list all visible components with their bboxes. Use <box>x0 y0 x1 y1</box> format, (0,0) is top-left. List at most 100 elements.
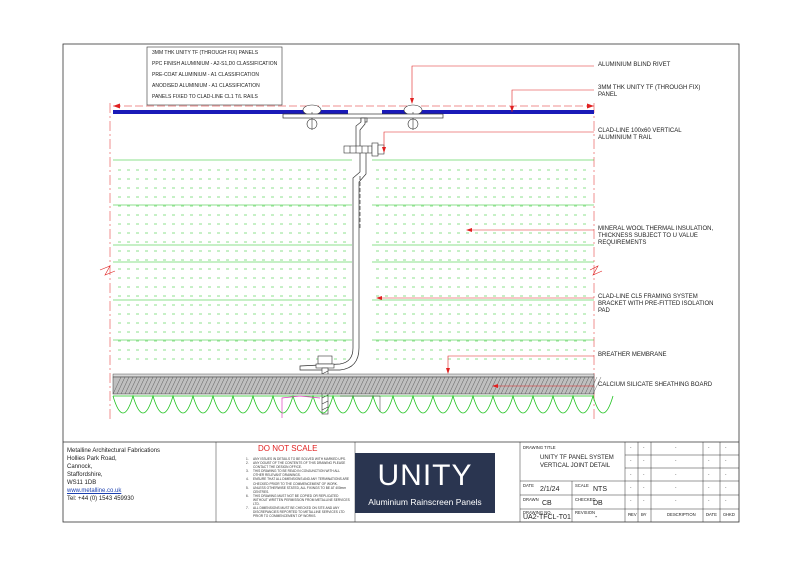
company-name: Metalline Architectural Fabrications <box>67 448 161 454</box>
rivet-left <box>302 104 322 130</box>
revision-cell: - <box>630 484 632 490</box>
revision-cell: - <box>630 445 632 450</box>
revision-cell: - <box>643 498 645 504</box>
do-not-scale-title: DO NOT SCALE <box>258 444 318 453</box>
note: 4.ENSURE THAT ALL DIMENSIONS AND ANY TER… <box>246 477 350 486</box>
revision-value: - <box>595 514 598 521</box>
drawn-value: CB <box>542 500 552 507</box>
dim-arrow-right <box>587 103 594 109</box>
panel-right <box>382 110 594 114</box>
revision-cell: - <box>643 511 645 517</box>
revision-cell: - <box>675 458 677 464</box>
callout-rivet: ALUMINIUM BLIND RIVET <box>598 62 671 68</box>
substrate-profile <box>112 394 614 414</box>
note: 6.THIS DRAWING MUST NOT BE COPIED OR REP… <box>246 493 350 507</box>
spec-line: PRE-COAT ALUMINIUM - A1 CLASSIFICATION <box>152 72 259 78</box>
revision-cell: - <box>675 471 677 477</box>
spec-line: PPC FINISH ALUMINIUM - A2-S1,D0 CLASSIFI… <box>152 61 278 67</box>
bolt-upper <box>343 142 385 157</box>
revision-label: REVISION <box>575 510 596 515</box>
company-address: WS11 1DB <box>67 480 97 486</box>
dim-arrow-left <box>113 103 120 109</box>
revision-cell: - <box>675 498 677 504</box>
callout-bracket: BRACKET WITH PRE-FITTED ISOLATION <box>598 301 714 307</box>
note: 3.THIS DRAWING TO BE READ IN CONJUNCTION… <box>246 469 340 478</box>
scale-label: SCALE <box>575 483 589 488</box>
spec-line: 3MM THK UNITY TF (THROUGH FIX) PANELS <box>152 50 259 56</box>
date-label: DATE <box>523 483 534 488</box>
drawing-title: VERTICAL JOINT DETAIL <box>540 463 611 469</box>
spec-line: PANELS FIXED TO CLAD-LINE CL1 T/L RAILS <box>152 94 258 100</box>
note: 5.UNLESS OTHERWISE STATED, ALL FIXINGS T… <box>246 485 346 494</box>
drawn-label: DRAWN <box>523 497 539 502</box>
revision-cell: - <box>725 511 727 517</box>
callout-membrane: BREATHER MEMBRANE <box>598 352 667 358</box>
drawing-no-label: DRAWING NO. <box>523 510 552 515</box>
checked-value: DB <box>593 500 603 507</box>
bracket-isolation-pad <box>281 395 321 418</box>
sheet-border <box>62 43 740 523</box>
panel-left <box>113 110 348 114</box>
revision-cell: - <box>630 511 632 517</box>
revision-cell: - <box>675 484 677 490</box>
company-website[interactable]: www.metalline.co.uk <box>67 488 122 494</box>
channel-profile <box>340 395 381 412</box>
revision-cell: - <box>708 471 710 477</box>
break-symbol-left <box>99 265 116 276</box>
scale-value: NTS <box>593 486 607 493</box>
callout-bracket: CLAD-LINE CL5 FRAMING SYSTEM <box>598 294 698 300</box>
note: 2.ANY DOUBT OF THE CONTENTS OF THIS DRAW… <box>246 461 346 470</box>
do-not-scale-notes: 1.ANY ISSUES IN DETAILS TO BE SOLVED WIT… <box>246 457 350 518</box>
callout-insulation: REQUIREMENTS <box>598 240 647 246</box>
drawing-no-value: UA2-TFCL-T01 <box>523 514 571 521</box>
revision-header: DESCRIPTION <box>667 512 696 517</box>
callout-panel: 3MM THK UNITY TF (THROUGH FIX) <box>598 85 701 91</box>
revision-cell: - <box>725 445 727 450</box>
revision-cell: - <box>630 471 632 477</box>
callout-t-rail: ALUMINIUM T RAIL <box>598 135 652 141</box>
drawing-title-label: DRAWING TITLE <box>523 445 556 450</box>
t-rail <box>282 113 444 151</box>
revision-cell: - <box>725 498 727 504</box>
note: 7.ALL DIMENSIONS MUST BE CHECKED ON SITE… <box>246 506 345 519</box>
revision-cell: - <box>725 471 727 477</box>
unity-logo: UNITY Aluminium Rainscreen Panels <box>355 453 495 513</box>
checked-label: CHECKED <box>575 497 596 502</box>
company-address: Staffordshire, <box>67 472 103 478</box>
leader-lines <box>380 65 594 387</box>
revision-cell: - <box>725 484 727 490</box>
note: 1.ANY ISSUES IN DETAILS TO BE SOLVED WIT… <box>246 457 346 461</box>
revision-cell: - <box>725 458 727 464</box>
spec-box <box>146 46 283 106</box>
callout-sheathing: CALCIUM SILICATE SHEATHING BOARD <box>598 382 713 388</box>
revision-cell: - <box>675 445 677 450</box>
company-address: Cannock, <box>67 464 93 470</box>
revision-cell: - <box>708 511 710 517</box>
revision-cell: - <box>708 458 710 464</box>
logo-title: UNITY <box>377 459 473 492</box>
revision-header: DATE <box>706 512 717 517</box>
callout-bracket: PAD <box>598 308 610 314</box>
callout-insulation: MINERAL WOOL THERMAL INSULATION, <box>598 226 714 232</box>
revision-cell: - <box>708 445 710 450</box>
framing-bracket <box>299 153 367 371</box>
logo-subtitle: Aluminium Rainscreen Panels <box>368 497 482 507</box>
revision-cell: - <box>675 511 677 517</box>
spec-line: ANODISED ALUMINIUM - A1 CLASSIFICATION <box>152 83 260 89</box>
sheathing-hatch <box>112 376 602 395</box>
revision-cell: - <box>708 498 710 504</box>
revision-cell: - <box>643 458 645 464</box>
company-tel: Tel: +44 (0) 1543 459930 <box>67 496 134 502</box>
revision-cell: - <box>708 484 710 490</box>
drawing-title: UNITY TF PANEL SYSTEM <box>540 455 614 461</box>
revision-cell: - <box>630 458 632 464</box>
revision-cell: - <box>643 484 645 490</box>
callout-insulation: THICKNESS SUBJECT TO U VALUE <box>598 233 698 239</box>
revision-cell: - <box>643 445 645 450</box>
revision-header: REV <box>628 512 637 517</box>
breather-membrane <box>112 373 595 378</box>
break-symbol-right <box>589 265 603 276</box>
revision-cell: - <box>630 498 632 504</box>
revision-cell: - <box>643 471 645 477</box>
